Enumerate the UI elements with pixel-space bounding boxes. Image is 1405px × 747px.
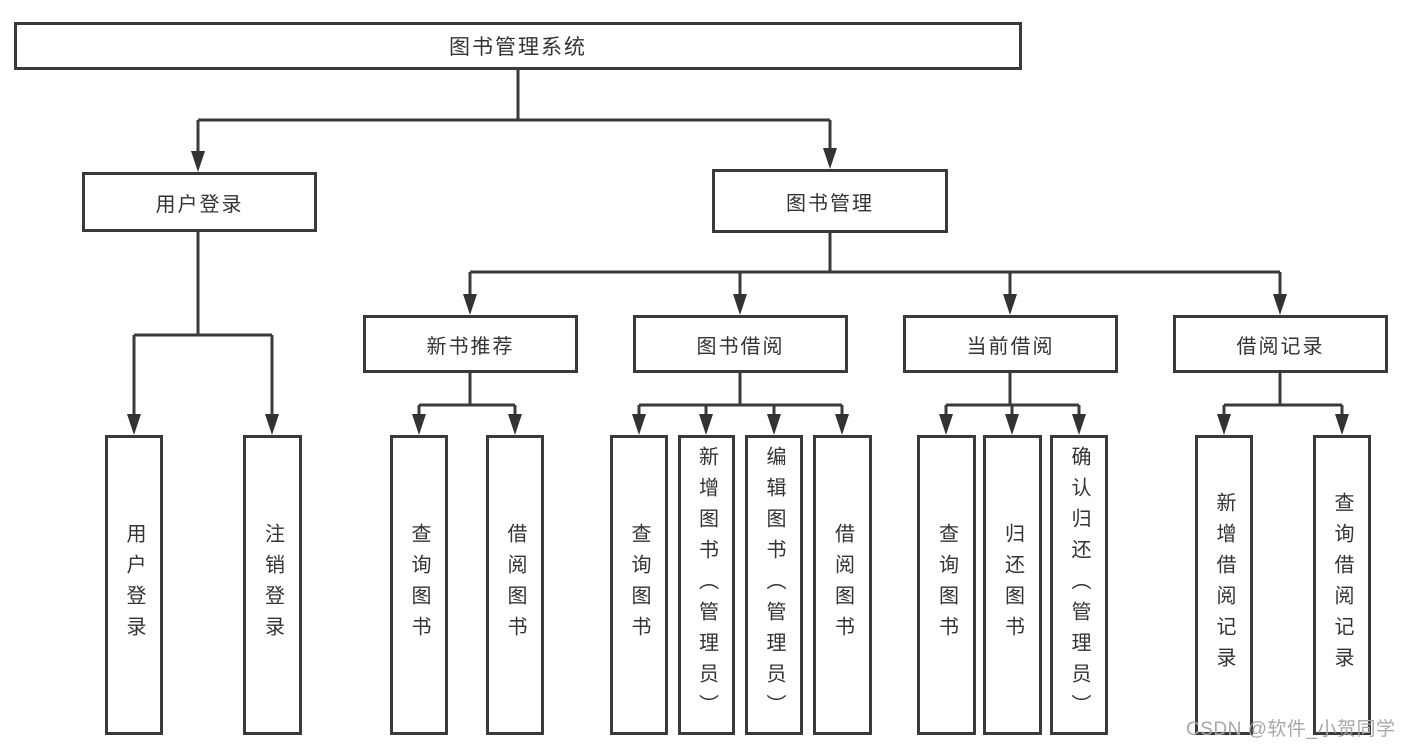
node-borrow-records-label: 借阅记录 bbox=[1236, 335, 1325, 358]
node-current-borrow-label: 当前借阅 bbox=[966, 335, 1055, 358]
leaf-query-books-3: 查询图书 bbox=[917, 435, 976, 735]
leaf-add-borrow-record: 新增借阅记录 bbox=[1195, 435, 1253, 735]
leaf-borrow-books-2-label: 借阅图书 bbox=[831, 523, 854, 647]
leaf-confirm-return-admin: 确认归还（管理员） bbox=[1050, 435, 1108, 735]
leaf-borrow-books-2: 借阅图书 bbox=[813, 435, 872, 735]
leaf-query-books-1-label: 查询图书 bbox=[408, 523, 430, 647]
leaf-add-borrow-record-label: 新增借阅记录 bbox=[1213, 492, 1235, 678]
leaf-edit-book-admin: 编辑图书（管理员） bbox=[745, 435, 803, 735]
node-book-borrow: 图书借阅 bbox=[633, 315, 848, 373]
node-book-borrow-label: 图书借阅 bbox=[696, 335, 785, 358]
node-library-management-system-label: 图书管理系统 bbox=[449, 36, 587, 59]
node-new-book-recommend-label: 新书推荐 bbox=[426, 335, 515, 358]
leaf-borrow-books-1-label: 借阅图书 bbox=[504, 523, 526, 647]
leaf-user-login-label: 用户登录 bbox=[123, 523, 145, 647]
leaf-add-book-admin-label: 新增图书（管理员） bbox=[695, 445, 718, 725]
leaf-query-books-2: 查询图书 bbox=[610, 435, 668, 735]
leaf-user-login: 用户登录 bbox=[105, 435, 163, 735]
node-library-management-system: 图书管理系统 bbox=[14, 22, 1022, 70]
leaf-query-books-1: 查询图书 bbox=[390, 435, 448, 735]
csdn-watermark: CSDN @软件_小贺同学 bbox=[1186, 719, 1396, 740]
leaf-return-book: 归还图书 bbox=[983, 435, 1042, 735]
node-current-borrow: 当前借阅 bbox=[903, 315, 1118, 373]
node-book-management-label: 图书管理 bbox=[786, 192, 874, 215]
leaf-logout-label: 注销登录 bbox=[261, 523, 284, 647]
leaf-query-borrow-record-label: 查询借阅记录 bbox=[1331, 492, 1353, 678]
leaf-borrow-books-1: 借阅图书 bbox=[486, 435, 544, 735]
leaf-logout: 注销登录 bbox=[243, 435, 302, 735]
leaf-query-books-3-label: 查询图书 bbox=[935, 523, 958, 647]
leaf-confirm-return-admin-label: 确认归还（管理员） bbox=[1068, 445, 1090, 725]
leaf-edit-book-admin-label: 编辑图书（管理员） bbox=[763, 445, 785, 725]
leaf-query-borrow-record: 查询借阅记录 bbox=[1313, 435, 1371, 735]
leaf-return-book-label: 归还图书 bbox=[1001, 523, 1024, 647]
node-book-management: 图书管理 bbox=[712, 169, 948, 233]
leaf-add-book-admin: 新增图书（管理员） bbox=[678, 435, 735, 735]
node-borrow-records: 借阅记录 bbox=[1173, 315, 1388, 373]
node-user-login-label: 用户登录 bbox=[155, 193, 244, 216]
node-new-book-recommend: 新书推荐 bbox=[363, 315, 578, 373]
node-user-login: 用户登录 bbox=[82, 172, 317, 232]
leaf-query-books-2-label: 查询图书 bbox=[628, 523, 650, 647]
